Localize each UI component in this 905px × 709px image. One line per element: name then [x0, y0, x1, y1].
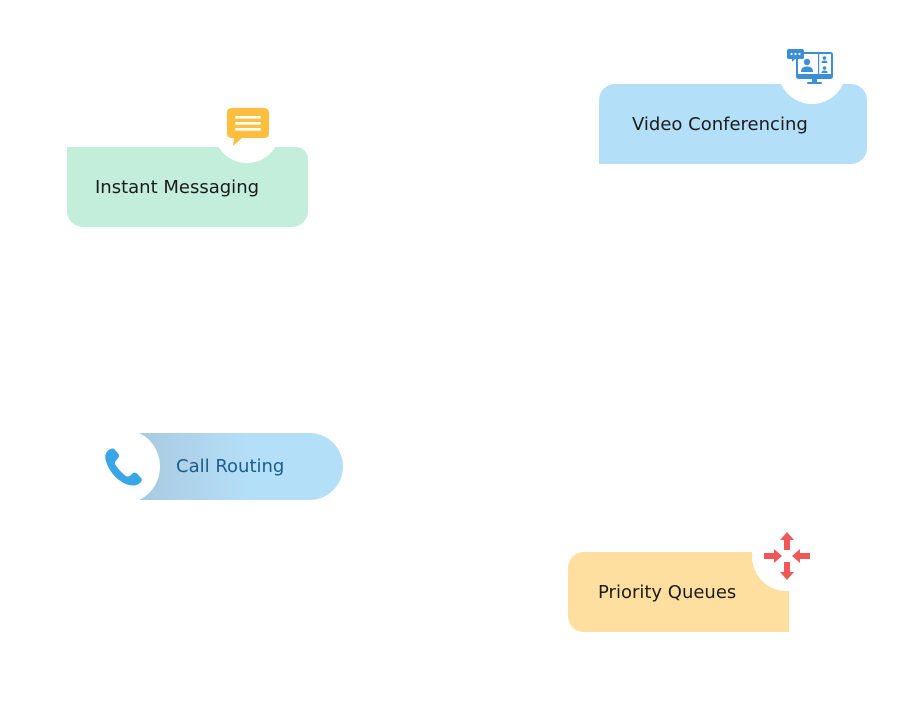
converging-arrows-icon [764, 532, 810, 580]
chat-bubble-shape [227, 108, 269, 146]
phone-icon [105, 448, 142, 486]
feature-card-instant-messaging: Instant Messaging [67, 147, 308, 227]
feature-card-priority-queues: Priority Queues [568, 552, 789, 632]
feature-label-priority-queues: Priority Queues [598, 581, 737, 603]
video-conference-icon [787, 49, 833, 84]
feature-badge-instant-messaging [214, 97, 280, 163]
feature-label-instant-messaging: Instant Messaging [95, 176, 260, 198]
feature-badge-call-routing [90, 430, 160, 503]
feature-badge-priority-queues [752, 521, 820, 591]
chat-bubble-icon [227, 108, 269, 146]
feature-label-call-routing: Call Routing [176, 456, 285, 477]
feature-label-video-conferencing: Video Conferencing [632, 113, 808, 135]
feature-badge-video-conferencing [778, 36, 846, 104]
feature-card-call-routing: Call Routing [136, 433, 343, 500]
